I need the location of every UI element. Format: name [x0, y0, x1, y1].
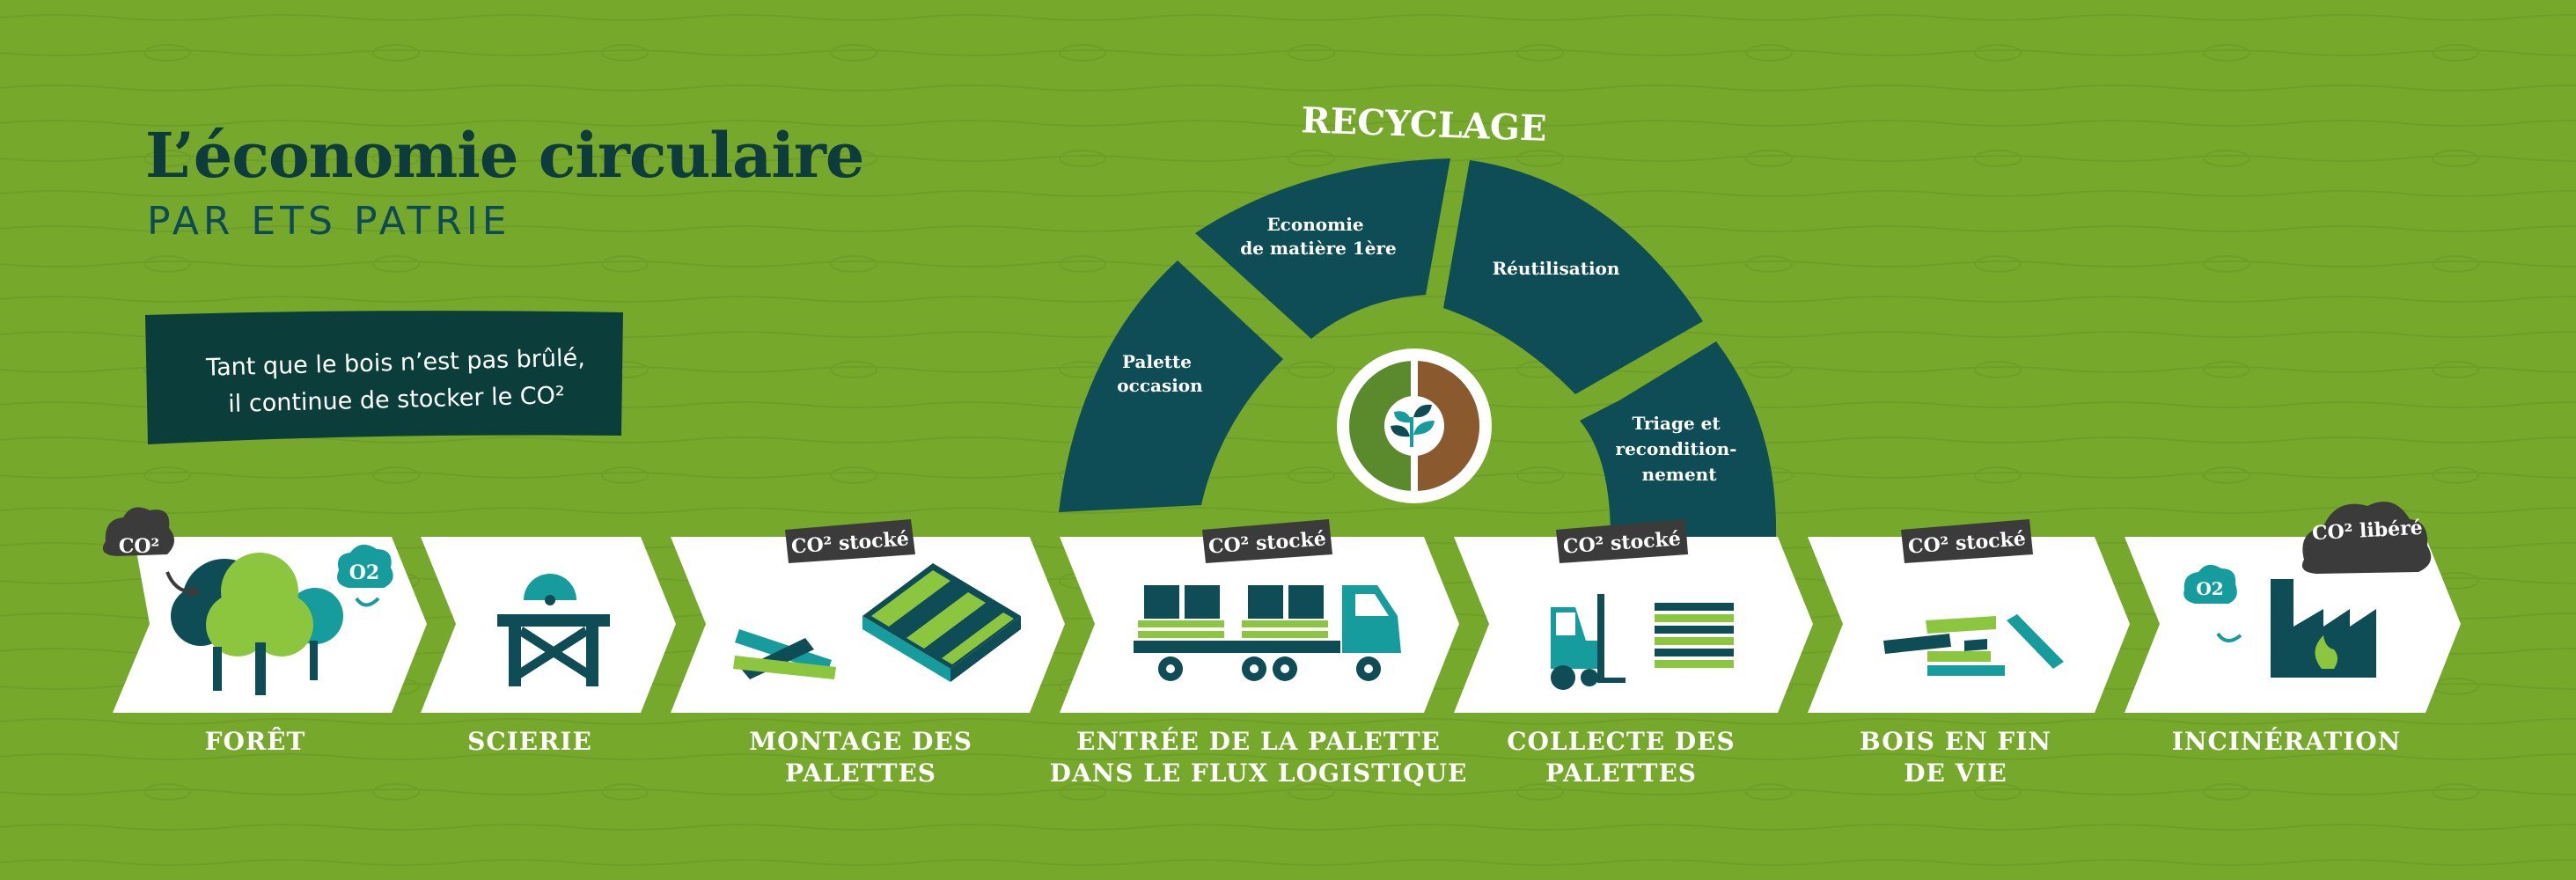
- page-subtitle: PAR ETS PATRIE: [147, 199, 511, 244]
- segment-triage-label: Triage et recondition- nement: [1616, 413, 1743, 485]
- tag-fin-vie: [1901, 519, 2033, 563]
- stage-label-montage: MONTAGE DES PALETTES: [749, 727, 972, 788]
- co2-cloud-label: CO²: [119, 535, 159, 558]
- chevron-collecte: [1454, 537, 1813, 713]
- segment-reutilisation-label: Réutilisation: [1493, 258, 1620, 279]
- segment-economie-matiere: [1195, 158, 1450, 339]
- tag-entree: [1202, 519, 1332, 563]
- page-title: L’économie circulaire: [145, 119, 864, 192]
- truck-icon: [1134, 585, 1401, 681]
- co2-tags: [785, 519, 2033, 563]
- stage-label-scierie: SCIERIE: [467, 727, 592, 756]
- broken-wood-icon: [1883, 614, 2064, 676]
- stage-label-collecte: COLLECTE DES PALETTES: [1507, 727, 1736, 788]
- o2-cloud-label-foret: O2: [349, 561, 379, 584]
- tag-montage: [785, 519, 915, 563]
- segment-palette-occasion-label: Palette occasion: [1117, 351, 1203, 396]
- segment-reutilisation: [1443, 160, 1703, 394]
- stage-label-incineration: INCINÉRATION: [2171, 727, 2402, 756]
- stage-label-foret: FORÊT: [204, 727, 306, 756]
- info-banner: [145, 311, 623, 444]
- recycling-title: RECYCLAGE: [1301, 99, 1548, 150]
- pallet-assembly-icon: [733, 563, 1021, 682]
- sawmill-icon: [497, 574, 610, 686]
- forklift-icon: [1551, 594, 1734, 690]
- o2-cloud-label-incineration: O2: [2196, 578, 2223, 599]
- segment-triage: [1580, 341, 1777, 537]
- banner-text: Tant que le bois n’est pas brûlé, il con…: [175, 339, 617, 424]
- released-cloud: [2301, 502, 2432, 574]
- segment-palette-occasion: [1059, 260, 1283, 512]
- stage-label-entree: ENTRÉE DE LA PALETTE DANS LE FLUX LOGIST…: [1049, 727, 1468, 788]
- forest-icon: [102, 507, 393, 695]
- stage-label-fin-vie: BOIS EN FIN DE VIE: [1860, 727, 2051, 788]
- recycling-fan: [1059, 158, 1777, 537]
- leaf-icon: [1391, 404, 1435, 447]
- center-pallet-photo: [1414, 361, 1479, 491]
- tag-collecte: [1556, 519, 1688, 563]
- factory-icon: [2183, 564, 2376, 678]
- segment-economie-label: Economie de matière 1ère: [1240, 214, 1396, 259]
